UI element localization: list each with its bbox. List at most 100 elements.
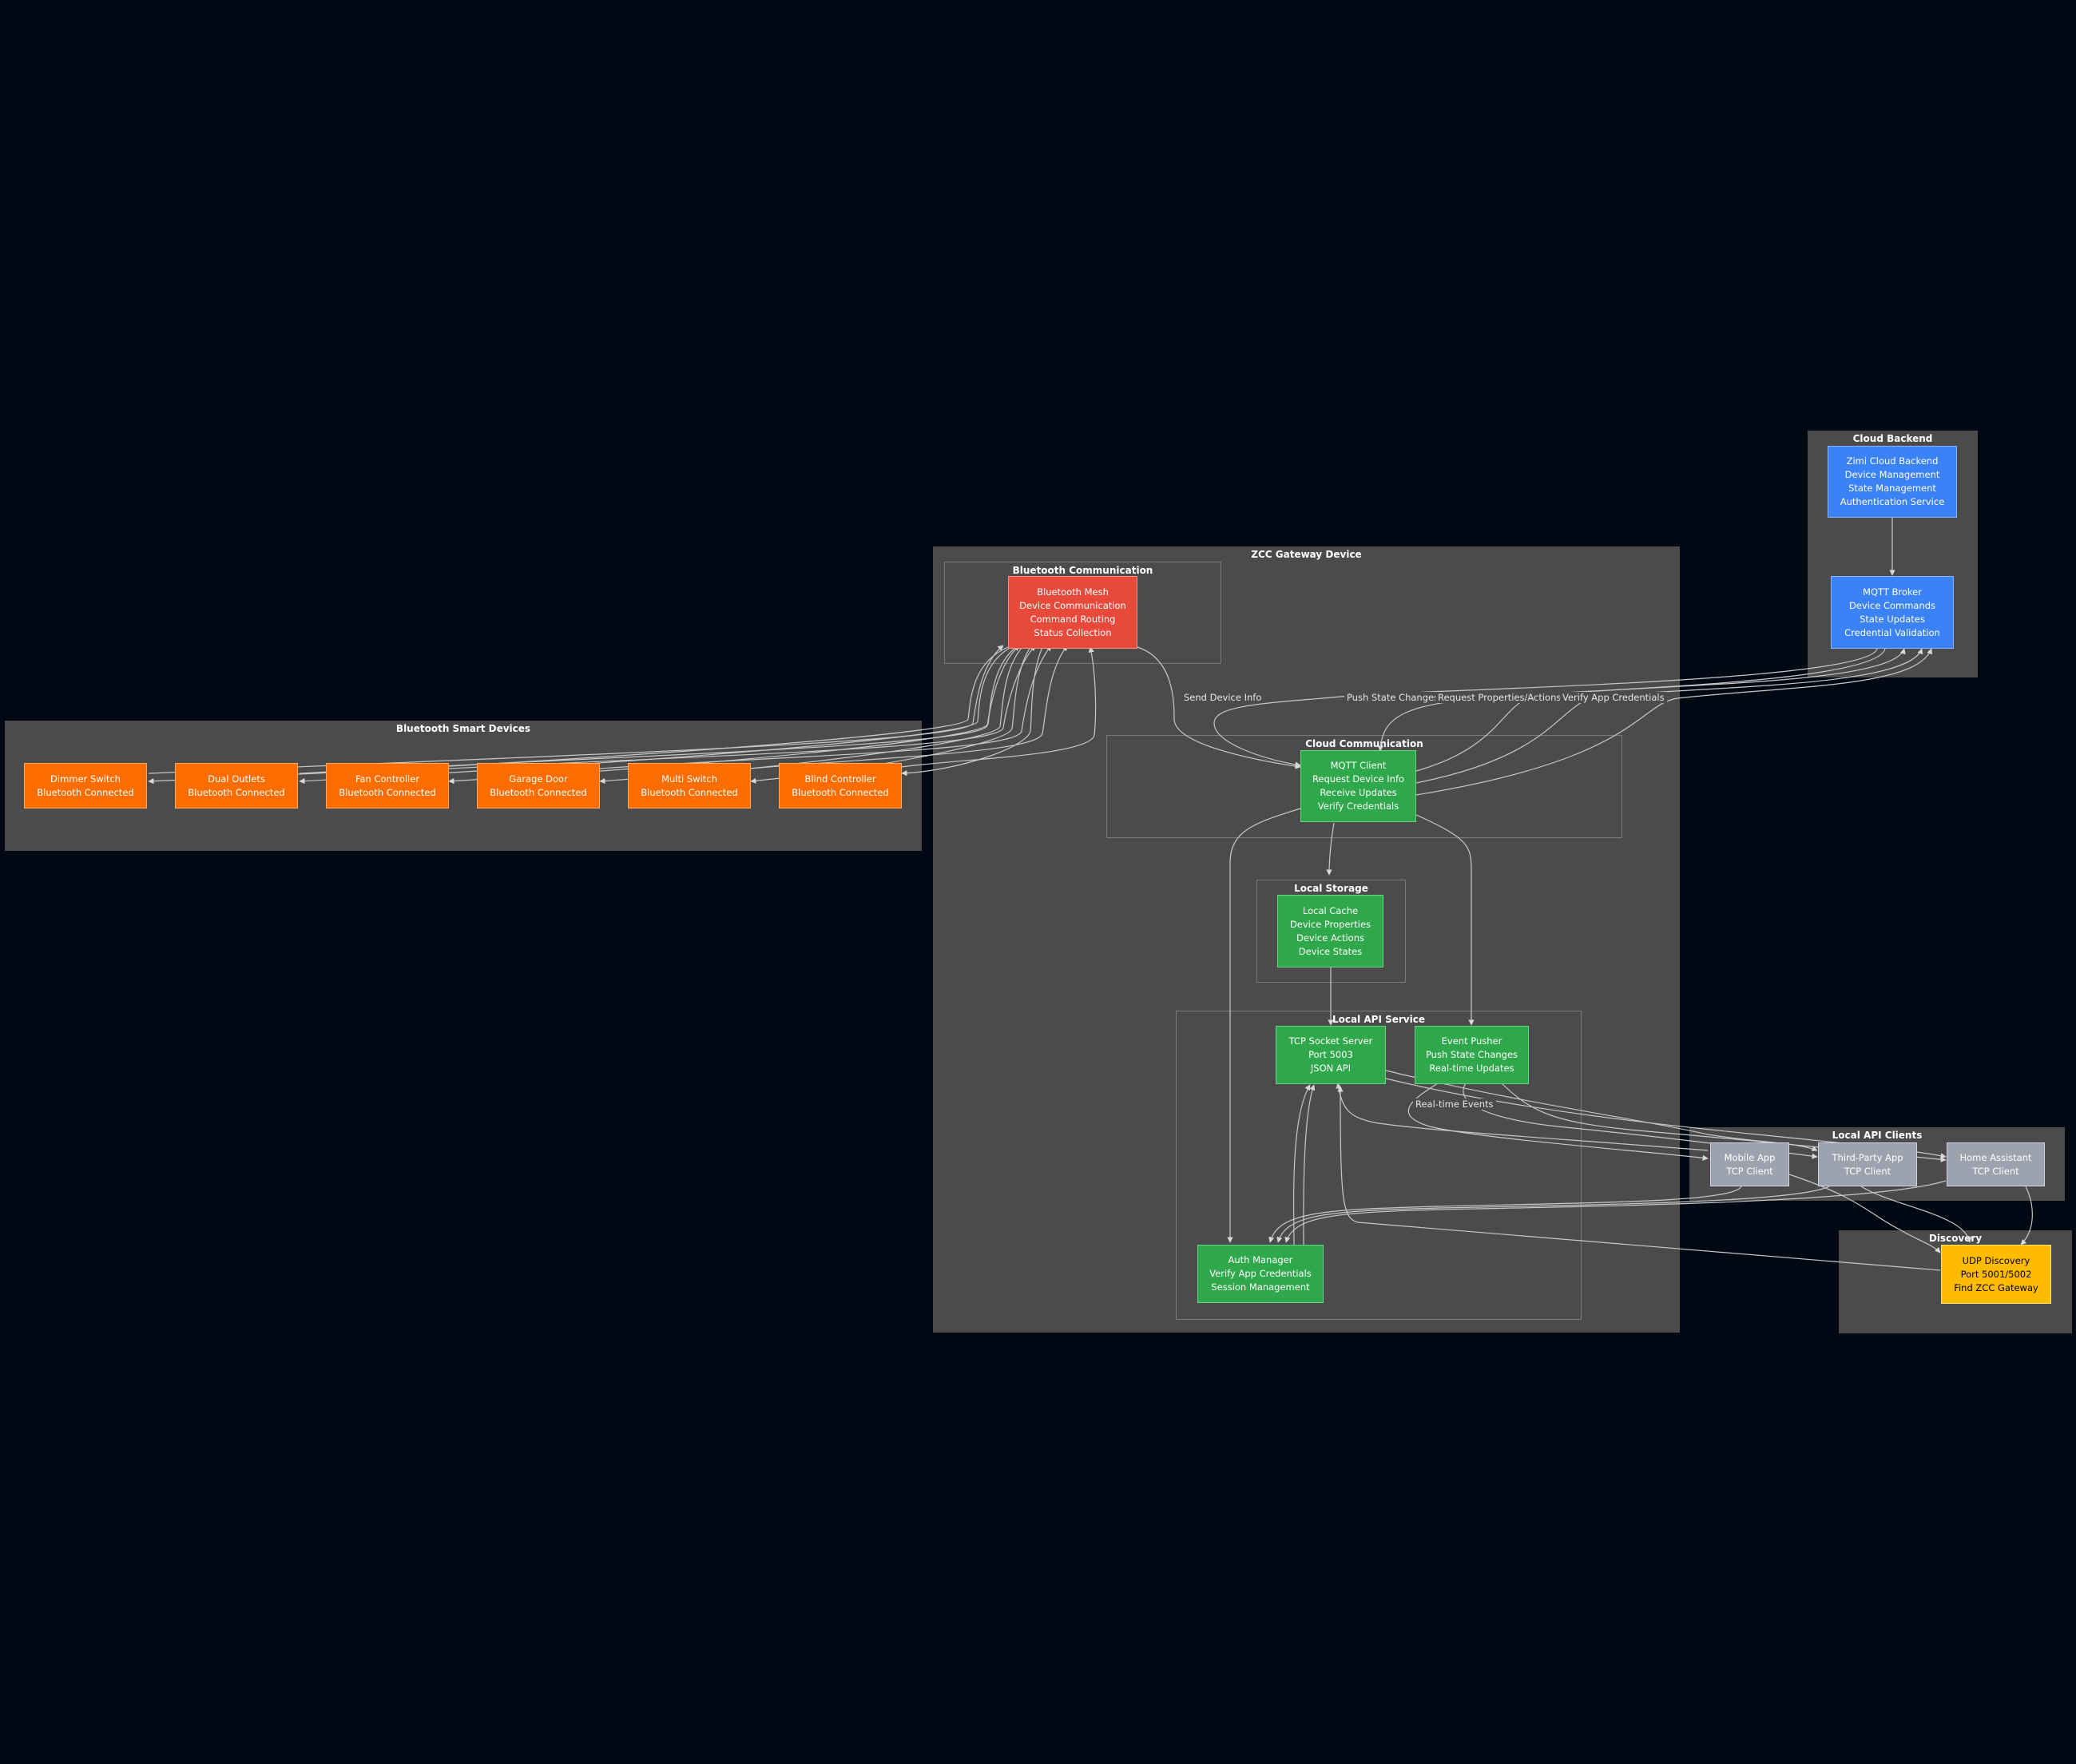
node-mqtt-client-line-4: Verify Credentials: [1317, 801, 1399, 812]
node-bluetooth-mesh[interactable]: Bluetooth Mesh Device Communication Comm…: [1008, 576, 1137, 649]
node-tcp-server-line-3: JSON API: [1310, 1063, 1352, 1074]
edge-mesh-to-dual-outlets: [299, 646, 1012, 785]
node-tcp-server-line-1: TCP Socket Server: [1288, 1035, 1373, 1047]
edge-mqtt-to-broker-verify: [1415, 648, 1906, 772]
node-dual-outlets-line-1: Dual Outlets: [208, 773, 265, 785]
edge-label-push-state-changes: Push State Changes: [1344, 692, 1442, 703]
node-auth-manager-line-1: Auth Manager: [1228, 1254, 1293, 1265]
edge-dimmer-to-mesh: [148, 645, 1004, 774]
edge-mqtt-to-broker-req: [1415, 648, 1923, 784]
node-zimi-cloud-line-2: Device Management: [1844, 469, 1940, 480]
node-third-party-line-1: Third-Party App: [1832, 1151, 1903, 1163]
node-multi-line-2: Bluetooth Connected: [641, 786, 738, 798]
node-udp-line-1: UDP Discovery: [1962, 1254, 2030, 1266]
node-zimi-cloud-line-4: Authentication Service: [1840, 496, 1945, 507]
node-mqtt-broker-line-2: Device Commands: [1848, 599, 1936, 611]
edge-mqtt-to-broker-send: [1415, 648, 1933, 796]
edge-garage-to-mesh: [599, 645, 1052, 769]
node-dimmer-line-1: Dimmer Switch: [50, 773, 121, 785]
node-fan-line-1: Fan Controller: [355, 773, 420, 785]
node-third-party-line-2: TCP Client: [1844, 1165, 1891, 1177]
node-bluetooth-mesh-line-4: Status Collection: [1034, 626, 1112, 638]
node-udp-line-3: Find ZCC Gateway: [1954, 1281, 2038, 1293]
subcluster-bluetooth-comm: Bluetooth Communication: [944, 562, 1221, 664]
edge-thirdparty-to-auth: [1276, 1186, 1830, 1243]
node-mqtt-broker-line-4: Credential Validation: [1844, 626, 1940, 638]
cluster-title-local-api-clients: Local API Clients: [1832, 1130, 1923, 1141]
node-dimmer-line-2: Bluetooth Connected: [37, 786, 134, 798]
node-local-cache-line-2: Device Properties: [1289, 918, 1371, 930]
node-home-assistant-line-1: Home Assistant: [1959, 1151, 2032, 1163]
node-event-pusher-line-2: Push State Changes: [1425, 1049, 1518, 1060]
edge-blind-to-mesh: [901, 646, 1097, 768]
node-mqtt-broker[interactable]: MQTT Broker Device Commands State Update…: [1831, 576, 1954, 649]
node-mqtt-broker-line-1: MQTT Broker: [1863, 586, 1922, 598]
node-udp-line-2: Port 5001/5002: [1960, 1268, 2032, 1280]
node-blind-controller[interactable]: Blind Controller Bluetooth Connected: [779, 763, 902, 808]
node-fan-controller[interactable]: Fan Controller Bluetooth Connected: [326, 763, 449, 808]
edge-mesh-to-mqtt-client: [1137, 646, 1301, 769]
edge-label-send-device-info: Send Device Info: [1181, 692, 1264, 703]
edge-label-request-properties: Request Properties/Actions: [1435, 692, 1564, 703]
node-third-party-app[interactable]: Third-Party App TCP Client: [1818, 1142, 1917, 1186]
node-local-cache[interactable]: Local Cache Device Properties Device Act…: [1277, 895, 1383, 967]
node-mqtt-client[interactable]: MQTT Client Request Device Info Receive …: [1300, 750, 1416, 822]
edge-ha-to-auth: [1284, 1180, 1947, 1243]
node-auth-manager-line-3: Session Management: [1211, 1281, 1310, 1293]
edge-mobile-to-udp: [1788, 1174, 1941, 1253]
cluster-title-bluetooth-devices: Bluetooth Smart Devices: [395, 723, 531, 734]
node-event-pusher[interactable]: Event Pusher Push State Changes Real-tim…: [1415, 1026, 1529, 1084]
node-auth-manager[interactable]: Auth Manager Verify App Credentials Sess…: [1197, 1245, 1324, 1303]
edge-mobile-to-auth: [1268, 1186, 1742, 1243]
edge-broker-to-mqtt-push: [1213, 648, 1878, 768]
edge-mesh-to-multi: [750, 646, 1031, 784]
node-local-cache-line-1: Local Cache: [1302, 904, 1359, 916]
node-event-pusher-line-3: Real-time Updates: [1429, 1063, 1514, 1074]
node-dimmer-switch[interactable]: Dimmer Switch Bluetooth Connected: [24, 763, 147, 808]
node-mqtt-broker-line-3: State Updates: [1860, 613, 1925, 625]
edge-mobile-to-tcp: [1336, 1083, 1709, 1151]
cluster-bluetooth-devices: Bluetooth Smart Devices: [5, 721, 922, 851]
node-auth-manager-line-2: Verify App Credentials: [1209, 1268, 1312, 1279]
subcluster-title-cloud-comm: Cloud Communication: [1305, 738, 1423, 749]
edge-multi-to-mesh: [750, 645, 1068, 769]
edge-fan-to-mesh: [448, 645, 1036, 769]
node-mobile-line-1: Mobile App: [1724, 1151, 1776, 1163]
subcluster-cloud-comm: Cloud Communication: [1106, 735, 1622, 838]
subcluster-title-local-storage: Local Storage: [1294, 883, 1368, 894]
node-mqtt-client-line-1: MQTT Client: [1330, 760, 1387, 771]
node-dual-outlets[interactable]: Dual Outlets Bluetooth Connected: [175, 763, 298, 808]
node-zimi-cloud-line-1: Zimi Cloud Backend: [1846, 455, 1939, 467]
node-mqtt-client-line-3: Receive Updates: [1320, 787, 1397, 798]
edge-outlets-to-mesh: [299, 645, 1020, 774]
subcluster-title-bluetooth-comm: Bluetooth Communication: [1012, 565, 1153, 576]
edge-thirdparty-to-udp: [1860, 1186, 1972, 1243]
cluster-title-zcc-gateway: ZCC Gateway Device: [1251, 549, 1362, 560]
edge-mesh-to-dimmer: [148, 646, 1009, 785]
node-udp-discovery[interactable]: UDP Discovery Port 5001/5002 Find ZCC Ga…: [1941, 1245, 2051, 1304]
node-home-assistant[interactable]: Home Assistant TCP Client: [1947, 1142, 2045, 1186]
node-tcp-server-line-2: Port 5003: [1308, 1049, 1353, 1060]
node-bluetooth-mesh-line-2: Device Communication: [1019, 599, 1126, 611]
node-tcp-socket-server[interactable]: TCP Socket Server Port 5003 JSON API: [1276, 1026, 1386, 1084]
node-mobile-app[interactable]: Mobile App TCP Client: [1710, 1142, 1789, 1186]
node-zimi-cloud-backend[interactable]: Zimi Cloud Backend Device Management Sta…: [1828, 446, 1957, 518]
node-multi-switch[interactable]: Multi Switch Bluetooth Connected: [628, 763, 751, 808]
node-garage-door[interactable]: Garage Door Bluetooth Connected: [477, 763, 600, 808]
edge-mqtt-to-pusher: [1415, 814, 1475, 1026]
edge-label-verify-app-credentials: Verify App Credentials: [1560, 692, 1667, 703]
node-garage-line-2: Bluetooth Connected: [490, 786, 587, 798]
node-mobile-line-2: TCP Client: [1726, 1165, 1773, 1177]
subcluster-local-api-service: Local API Service: [1176, 1011, 1582, 1320]
edge-auth-to-tcp: [1303, 1084, 1316, 1246]
node-garage-line-1: Garage Door: [509, 773, 568, 785]
edge-mqtt-to-auth: [1227, 808, 1301, 1243]
node-local-cache-line-3: Device Actions: [1296, 932, 1364, 944]
edge-ha-to-udp: [2020, 1186, 2033, 1246]
node-blind-line-1: Blind Controller: [804, 773, 876, 785]
node-home-assistant-line-2: TCP Client: [1972, 1165, 2019, 1177]
cluster-title-cloud-backend: Cloud Backend: [1852, 433, 1933, 444]
node-mqtt-client-line-2: Request Device Info: [1312, 773, 1405, 785]
